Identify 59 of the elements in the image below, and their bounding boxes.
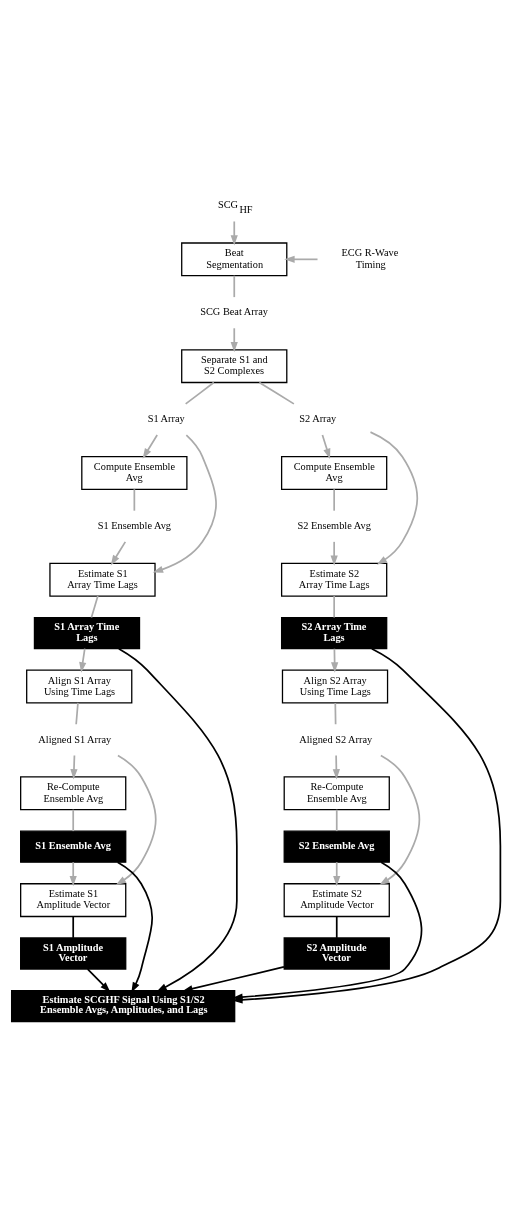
arrow bbox=[369, 430, 419, 565]
node-box: Compute Ensemble Avg bbox=[81, 455, 188, 490]
connector bbox=[75, 701, 79, 725]
connector bbox=[258, 381, 295, 405]
node-box: Align S2 Array Using Time Lags bbox=[281, 669, 389, 704]
node-box: Beat Segmentation bbox=[181, 241, 288, 276]
connector bbox=[334, 701, 337, 725]
arrow bbox=[142, 433, 159, 459]
node-box: Compute Ensemble Avg bbox=[280, 455, 388, 490]
arrow bbox=[182, 965, 285, 992]
node-box: Separate S1 and S2 Complexes bbox=[181, 348, 288, 383]
node-box: Re-Compute Ensemble Avg bbox=[20, 775, 127, 810]
node-text: S2 Ensemble Avg bbox=[297, 519, 371, 531]
node-text: S1 Array bbox=[147, 412, 185, 424]
node-box: S2 Ensemble Avg bbox=[283, 830, 390, 863]
node-text: S2 Array bbox=[299, 412, 337, 424]
node-box: S1 Amplitude Vector bbox=[20, 936, 127, 970]
arrow bbox=[230, 326, 238, 352]
arrow bbox=[117, 647, 238, 992]
node-text: SCG Beat Array bbox=[200, 305, 268, 317]
arrow bbox=[152, 433, 217, 573]
connector bbox=[233, 274, 236, 298]
arrow bbox=[110, 540, 127, 565]
connector bbox=[333, 487, 336, 512]
connector bbox=[335, 915, 338, 939]
node-box: S2 Array Time Lags bbox=[280, 616, 388, 649]
connector bbox=[333, 594, 336, 618]
arrow bbox=[379, 754, 421, 885]
arrow bbox=[70, 754, 78, 779]
node-box: Estimate S1 Array Time Lags bbox=[49, 562, 156, 597]
connector bbox=[72, 808, 75, 832]
arrow bbox=[115, 754, 157, 885]
arrow bbox=[330, 540, 338, 566]
node-box: Estimate S1 Amplitude Vector bbox=[20, 882, 127, 917]
arrow bbox=[332, 754, 340, 779]
node-box: S1 Ensemble Avg bbox=[20, 830, 127, 863]
node-box: Align S1 Array Using Time Lags bbox=[26, 669, 133, 704]
arrow bbox=[79, 647, 87, 673]
connector bbox=[133, 487, 136, 512]
arrow bbox=[86, 967, 111, 992]
node-text: Aligned S2 Array bbox=[299, 733, 373, 745]
arrow bbox=[333, 860, 341, 886]
node-box: Estimate SCGHF Signal Using S1/S2 Ensemble Avgs, Amplitudes, and Lags bbox=[10, 989, 236, 1022]
node-text: ECG R-Wave Timing bbox=[341, 246, 399, 270]
arrow bbox=[284, 255, 319, 263]
node-text: S1 Ensemble Avg bbox=[97, 519, 171, 531]
connector bbox=[90, 594, 99, 618]
node-box: S2 Amplitude Vector bbox=[283, 936, 390, 970]
arrow bbox=[116, 861, 154, 993]
node-box: Estimate S2 Amplitude Vector bbox=[283, 882, 390, 917]
connector bbox=[72, 915, 75, 939]
node-box: Re-Compute Ensemble Avg bbox=[283, 775, 390, 810]
arrow bbox=[69, 860, 77, 886]
node-box: S1 Array Time Lags bbox=[33, 616, 141, 649]
connector bbox=[184, 381, 215, 405]
arrow bbox=[230, 220, 238, 245]
node-box: Estimate S2 Array Time Lags bbox=[280, 562, 388, 597]
node-text: Aligned S1 Array bbox=[38, 733, 112, 745]
connector bbox=[335, 808, 338, 832]
